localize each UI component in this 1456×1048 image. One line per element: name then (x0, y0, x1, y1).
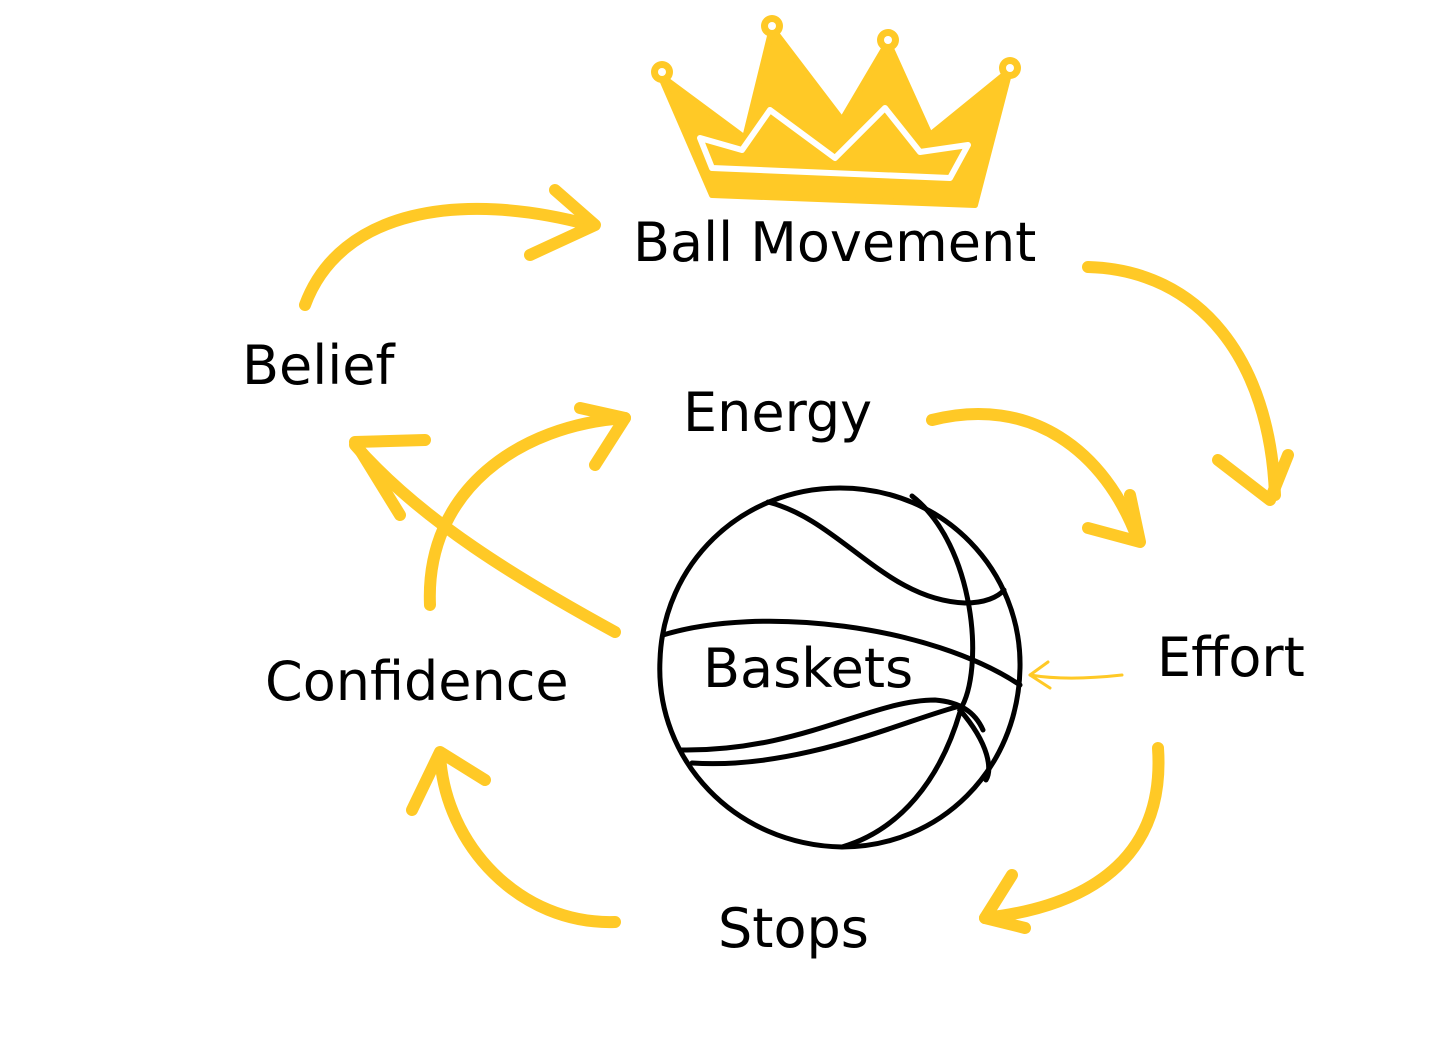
ball-seam-middle (660, 618, 1023, 688)
node-stops: Stops (718, 897, 869, 960)
ball-seam-right (909, 493, 992, 783)
arrow-effort-to-baskets (1028, 660, 1124, 690)
node-belief: Belief (242, 334, 395, 397)
arrow-confidence-to-energy (423, 402, 631, 611)
arrow-baskets-to-belief (349, 434, 621, 638)
crown-icon (651, 15, 1021, 208)
node-effort: Effort (1157, 626, 1305, 689)
arrow-stops-to-confidence (406, 746, 621, 929)
arrow-effort-to-stops (979, 742, 1165, 934)
ball-seam-lower (677, 697, 986, 753)
arrow-belief-to-ball-movement (299, 184, 601, 311)
node-energy: Energy (683, 381, 873, 444)
basketball-icon (657, 485, 1023, 850)
ball-seam-top (765, 499, 1007, 606)
ball-seam-bottom (689, 703, 963, 767)
arrows (299, 184, 1294, 934)
node-baskets: Baskets (703, 637, 914, 700)
node-confidence: Confidence (265, 650, 569, 713)
node-ball-movement: Ball Movement (633, 211, 1037, 274)
arrow-ball-movement-to-effort (1082, 261, 1294, 506)
ball-seam-right-lower (839, 709, 963, 850)
arrow-energy-to-effort (926, 407, 1146, 548)
